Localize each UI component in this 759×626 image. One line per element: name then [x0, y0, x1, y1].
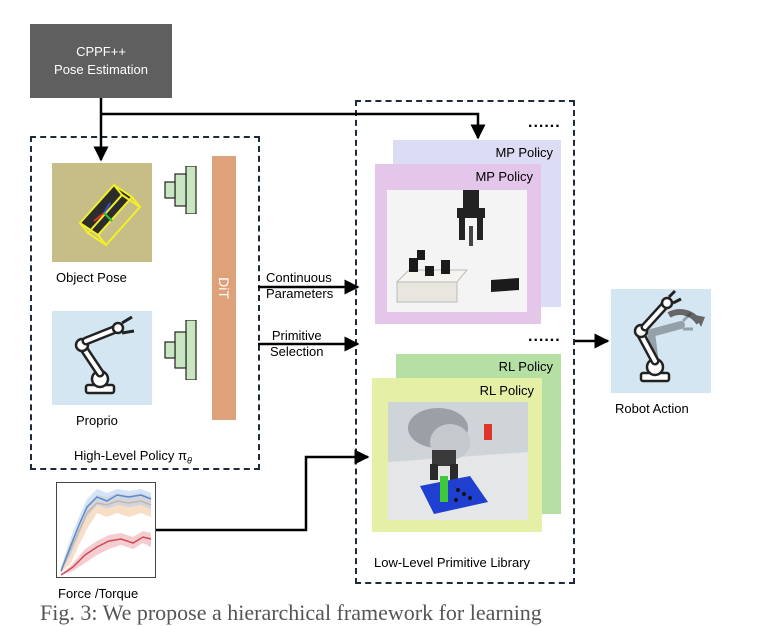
mp-policy-front-title: MP Policy	[475, 169, 533, 184]
high-level-policy-label: High-Level Policy πθ	[74, 448, 192, 466]
rl-policy-front-panel: RL Policy	[372, 378, 542, 532]
robot-arm-icon	[52, 311, 152, 405]
rl-policy-scene-image	[388, 402, 528, 520]
rl-policy-back-title: RL Policy	[498, 359, 553, 374]
pose-estimation-line1: CPPF++	[76, 44, 126, 59]
primitive-line1: Primitive	[271, 328, 322, 343]
pose-estimation-box: CPPF++ Pose Estimation	[30, 24, 172, 98]
robot-action-icon	[611, 289, 711, 393]
figure-caption: Fig. 3: We propose a hierarchical framew…	[40, 600, 542, 625]
library-dots-top: ......	[528, 114, 561, 131]
proprio-label: Proprio	[76, 413, 118, 428]
object-pose-bbox-icon	[52, 163, 152, 262]
mp-policy-scene-image	[387, 190, 527, 312]
pose-to-mp-arrow	[101, 112, 486, 140]
mp-policy-back-title: MP Policy	[495, 145, 553, 160]
dit-block: DiT	[212, 156, 236, 420]
proprio-encoder-icon	[164, 320, 197, 380]
primitive-selection-label: Primitive Selection	[270, 328, 323, 360]
force-torque-label: Force /Torque	[58, 586, 139, 601]
force-torque-curves	[60, 489, 152, 576]
object-encoder-icon	[164, 166, 197, 214]
pose-estimation-line2: Pose Estimation	[54, 62, 148, 77]
primitive-line2: Selection	[270, 344, 324, 359]
continuous-parameters-label: Continuous Parameters	[266, 270, 333, 302]
library-dots-mid: ......	[528, 328, 561, 345]
mp-policy-front-panel: MP Policy	[375, 164, 541, 324]
object-pose-image	[52, 163, 152, 262]
policy-subscript: θ	[187, 455, 192, 466]
robot-action-label: Robot Action	[615, 401, 689, 416]
robot-action-image	[611, 289, 711, 393]
force-to-rl-arrow	[156, 449, 370, 532]
object-pose-label: Object Pose	[56, 270, 127, 285]
primitive-library-label: Low-Level Primitive Library	[374, 555, 531, 570]
continuous-line1: Continuous	[266, 270, 332, 285]
force-torque-plot	[56, 482, 156, 578]
high-level-policy-container	[30, 136, 260, 470]
continuous-line2: Parameters	[266, 286, 334, 301]
rl-policy-front-title: RL Policy	[479, 383, 534, 398]
proprio-image	[52, 311, 152, 405]
